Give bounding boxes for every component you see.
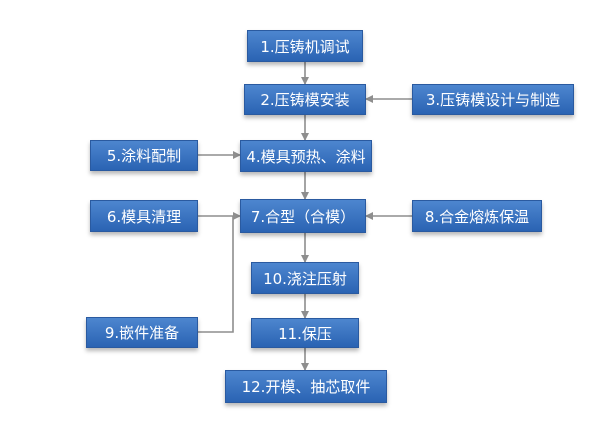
step-4-box: 4.模具预热、涂料 xyxy=(240,140,372,172)
step-1-box: 1.压铸机调试 xyxy=(247,30,363,62)
step-5-label: 5.涂料配制 xyxy=(106,147,182,165)
step-6-label: 6.模具清理 xyxy=(106,207,182,226)
step-12-label: 12.开模、抽芯取件 xyxy=(241,378,371,396)
step-1-label: 1.压铸机调试 xyxy=(260,37,350,56)
step-11-label: 11.保压 xyxy=(278,324,332,343)
step-2-label: 2.压铸模安装 xyxy=(260,91,350,109)
step-11-box: 11.保压 xyxy=(251,318,359,348)
step-10-box: 10.浇注压射 xyxy=(251,262,359,294)
step-8-label: 8.合金熔炼保温 xyxy=(424,207,530,226)
step-4-label: 4.模具预热、涂料 xyxy=(246,147,366,166)
arrow-9-to-11 xyxy=(198,216,234,333)
step-9-label: 9.嵌件准备 xyxy=(104,324,180,342)
step-10-label: 10.浇注压射 xyxy=(263,269,347,288)
step-2-box: 2.压铸模安装 xyxy=(244,84,366,115)
step-5-box: 5.涂料配制 xyxy=(90,140,198,171)
step-9-box: 9.嵌件准备 xyxy=(86,317,198,348)
step-3-label: 3.压铸模设计与制造 xyxy=(425,91,561,109)
step-7-box: 7.合型（合模） xyxy=(240,199,366,233)
step-3-box: 3.压铸模设计与制造 xyxy=(412,84,574,115)
step-12-box: 12.开模、抽芯取件 xyxy=(225,370,387,403)
step-8-box: 8.合金熔炼保温 xyxy=(412,200,542,232)
step-6-box: 6.模具清理 xyxy=(90,200,198,232)
step-7-label: 7.合型（合模） xyxy=(250,207,356,226)
